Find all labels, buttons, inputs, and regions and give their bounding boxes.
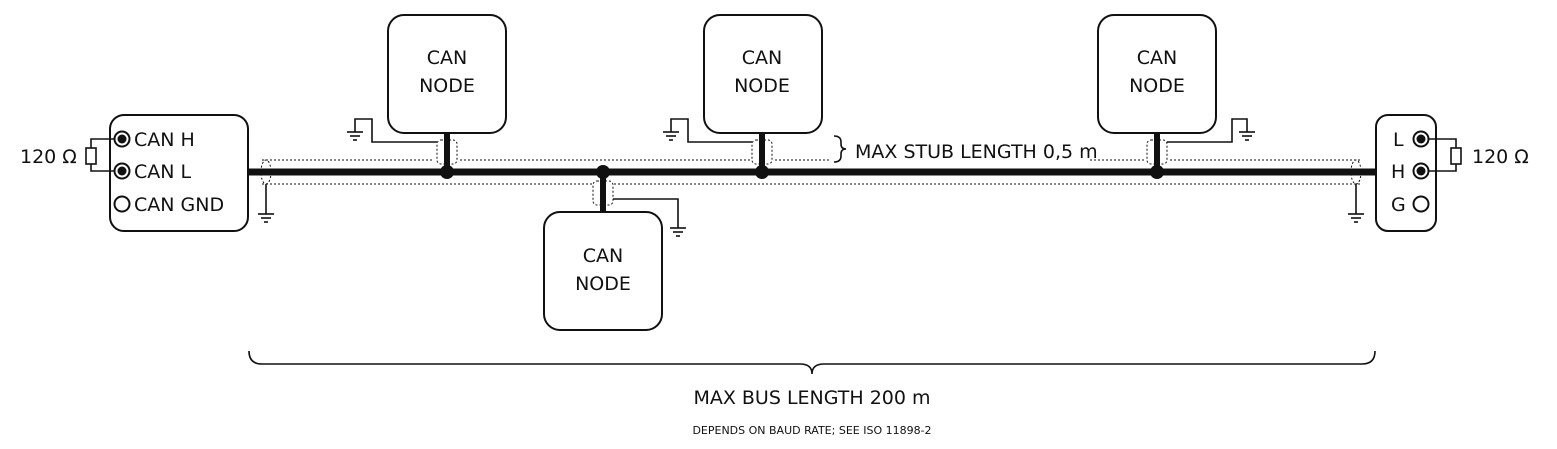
can-node-4-box xyxy=(543,211,663,331)
left-pin-label-gnd: CAN GND xyxy=(134,194,224,216)
can-node-2-ground-icon xyxy=(663,131,679,141)
bus-shield xyxy=(260,159,1362,185)
left-terminal-box xyxy=(109,114,249,232)
left-resistor-label: 120 Ω xyxy=(20,146,77,168)
can-node-2-box xyxy=(703,14,823,134)
can-node-3: CAN NODE xyxy=(1097,14,1255,179)
can-node-4: CAN NODE xyxy=(543,165,686,331)
can-node-1-label-line2: NODE xyxy=(419,75,475,97)
left-terminal: CAN H CAN L CAN GND 120 Ω xyxy=(20,114,274,232)
can-node-4-label-line2: NODE xyxy=(575,273,631,295)
can-node-1-label-line1: CAN xyxy=(427,47,467,69)
stub-length-brace xyxy=(833,135,847,163)
can-node-3-label-line1: CAN xyxy=(1137,47,1177,69)
can-node-1-junction xyxy=(440,165,454,179)
can-node-1: CAN NODE xyxy=(347,14,507,179)
can-node-4-junction xyxy=(596,165,610,179)
can-node-2-label-line1: CAN xyxy=(742,47,782,69)
can-node-4-label-line1: CAN xyxy=(583,245,623,267)
right-g-pin xyxy=(1412,195,1430,213)
can-node-2: CAN NODE xyxy=(663,14,823,179)
can-node-3-label-line2: NODE xyxy=(1129,75,1185,97)
right-pin-label-l: L xyxy=(1393,129,1404,151)
can-node-3-junction xyxy=(1150,165,1164,179)
left-pin-label-l: CAN L xyxy=(134,161,192,183)
right-terminal: L H G 120 Ω xyxy=(1348,114,1529,232)
left-ground-icon xyxy=(258,213,274,223)
right-pin-label-g: G xyxy=(1391,194,1406,216)
stub-length-label: MAX STUB LENGTH 0,5 m xyxy=(855,141,1098,163)
left-resistor-icon xyxy=(85,147,97,165)
can-node-4-ground-icon xyxy=(670,227,686,237)
can-node-1-ground-icon xyxy=(347,131,363,141)
can-node-3-ground-icon xyxy=(1239,131,1255,141)
bus-length-note: DEPENDS ON BAUD RATE; SEE ISO 11898-2 xyxy=(692,424,931,437)
right-pin-label-h: H xyxy=(1391,161,1405,183)
can-node-2-junction xyxy=(755,165,769,179)
right-resistor-label: 120 Ω xyxy=(1472,146,1529,168)
bus-length-brace xyxy=(248,350,1376,375)
can-node-3-box xyxy=(1097,14,1217,134)
can-node-1-box xyxy=(387,14,507,134)
right-resistor-icon xyxy=(1450,147,1462,165)
left-pin-label-h: CAN H xyxy=(134,129,195,151)
can-node-2-label-line2: NODE xyxy=(734,75,790,97)
right-ground-icon xyxy=(1348,213,1364,223)
bus-length-label: MAX BUS LENGTH 200 m xyxy=(693,387,930,409)
can-gnd-pin xyxy=(113,195,131,213)
